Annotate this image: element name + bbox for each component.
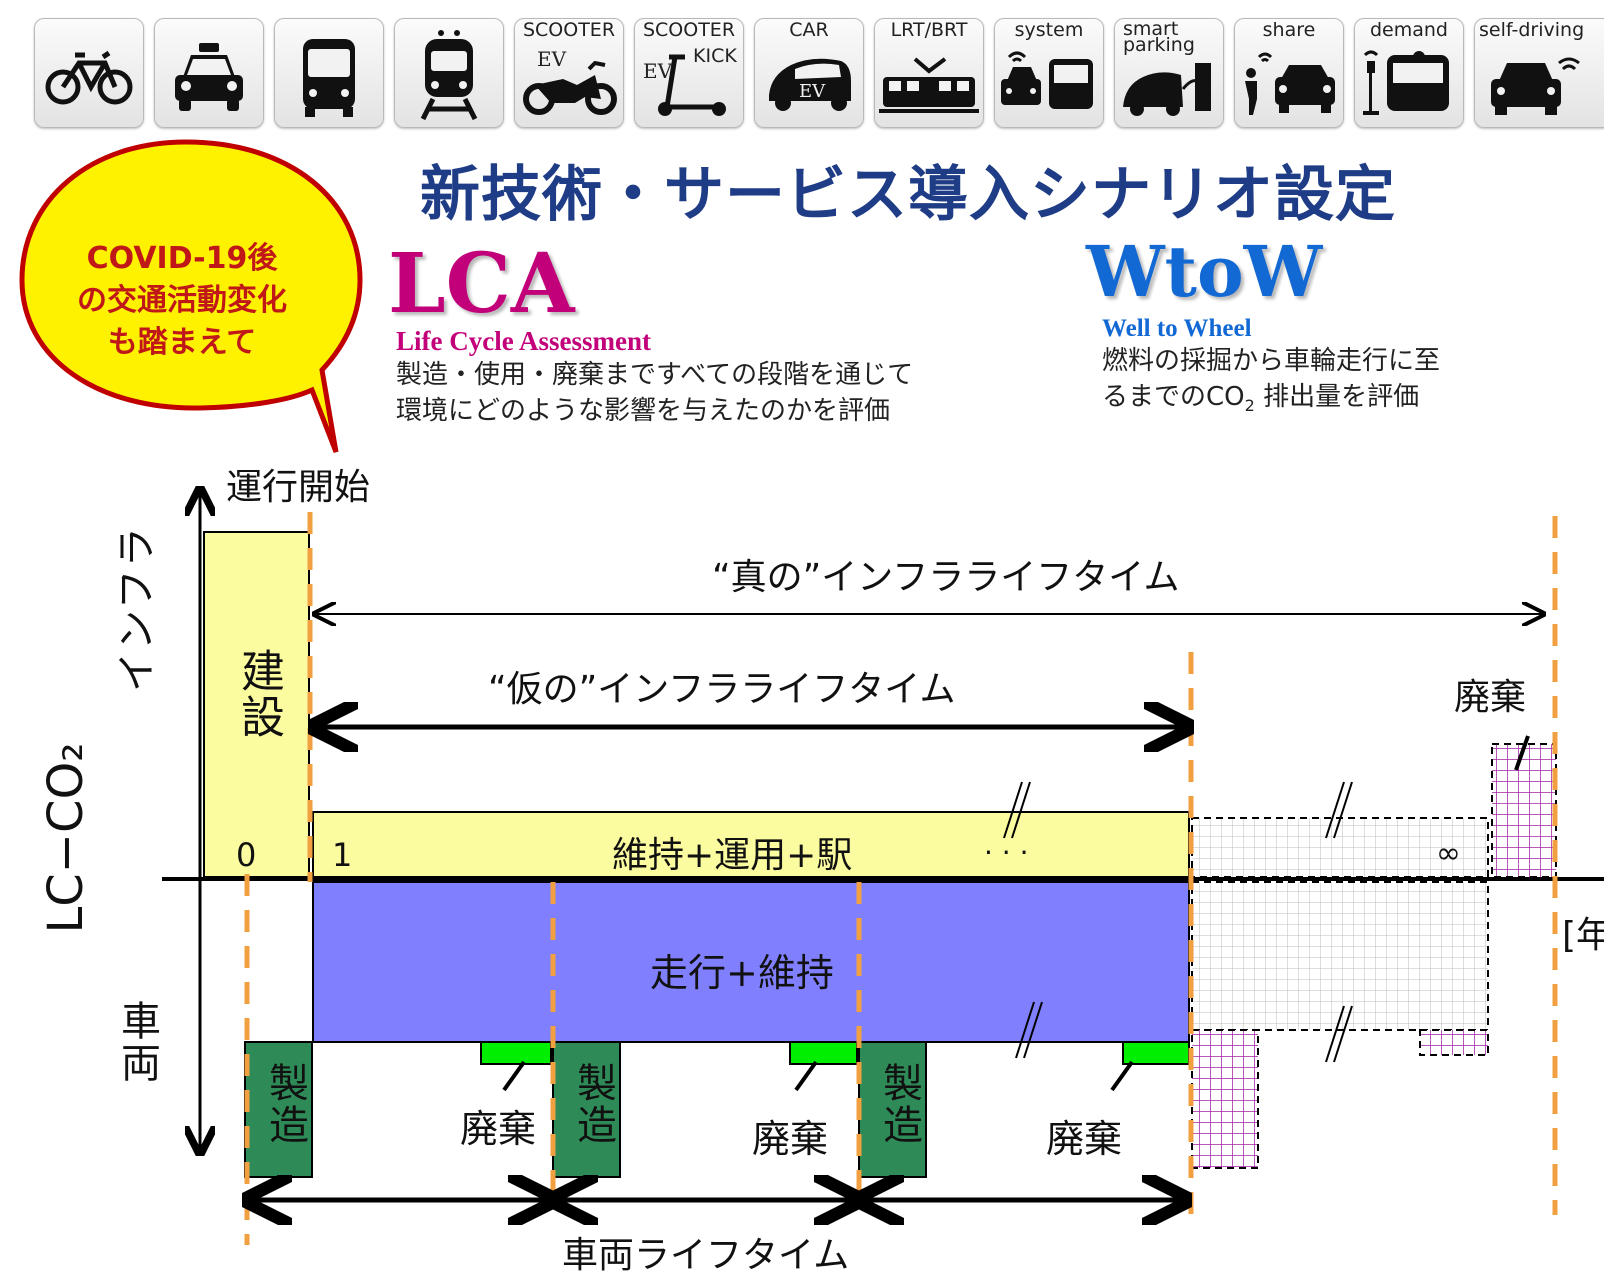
bubble-line-3: も踏まえて — [107, 325, 257, 360]
vehicle-disposal-block-3 — [1122, 1041, 1190, 1065]
wtow-desc-sub: 2 — [1244, 396, 1255, 416]
mode-scooter-kick: SCOOTER KICK EV — [634, 18, 744, 128]
provisional-lifetime-label: “仮の”インフラライフタイム — [488, 669, 956, 710]
lca-desc-line-1: 製造・使用・廃棄まですべての段階を通じて — [396, 360, 914, 390]
kick-scooter-icon — [658, 54, 726, 116]
bubble-line-2: の交通活動変化 — [77, 283, 287, 318]
lca-title: LCA — [388, 236, 575, 332]
lca-subtitle: Life Cycle Assessment — [396, 326, 651, 356]
vehicle-disposal-label-2: 廃棄 — [752, 1117, 829, 1161]
wtow-description: 燃料の採掘から車輪走行に至 るまでのCO2 排出量を評価 — [1102, 343, 1440, 424]
tick-zero: 0 — [236, 836, 257, 874]
wtow-desc-post: 排出量を評価 — [1254, 382, 1420, 412]
vehicle-lifetime-label: 車両ライフタイム — [562, 1235, 850, 1276]
running-block — [312, 881, 1190, 1043]
ev-car-icon — [769, 58, 851, 111]
extension-grid-lower — [1191, 881, 1489, 1031]
mode-label: CAR — [789, 19, 829, 41]
infra-disposal-block — [1491, 743, 1557, 878]
mode-label: system — [1014, 19, 1084, 41]
mode-lrt-brt: LRT/BRT — [874, 18, 984, 128]
lca-description: 製造・使用・廃棄まですべての段階を通じて 環境にどのような影響を与えたのかを評価 — [396, 357, 913, 429]
speech-bubble — [19, 139, 363, 453]
bus-icon — [303, 39, 355, 117]
bubble-text: COVID-19後 の交通活動変化 も踏まえて — [42, 238, 322, 364]
mode-sublabel: EV — [799, 81, 826, 102]
bicycle-icon — [45, 50, 133, 105]
on-demand-bus-icon — [1363, 50, 1449, 115]
mode-label: smart parking — [1123, 18, 1195, 56]
wtow-desc-line-1: 燃料の採掘から車輪走行に至 — [1102, 346, 1441, 376]
vehicle-disposal-label-1: 廃棄 — [460, 1107, 537, 1151]
vehicle-label: 車両 — [114, 1000, 160, 1084]
vehicle-disposal-label-3: 廃棄 — [1046, 1117, 1123, 1161]
mode-share: share — [1234, 18, 1344, 128]
maintenance-label: 維持+運用+駅 — [612, 835, 853, 876]
manufacture-label-3: 製造 — [876, 1062, 922, 1146]
mode-self-driving: self-driving — [1474, 18, 1604, 128]
mode-taxi — [154, 18, 264, 128]
maintenance-block — [312, 811, 1190, 878]
scooter-ev-icon — [523, 60, 617, 115]
mode-system: system — [994, 18, 1104, 128]
mode-label: demand — [1369, 19, 1448, 41]
mode-bicycle — [34, 18, 144, 128]
mode-smart-parking: smart parking — [1114, 18, 1224, 128]
manufacture-label-2: 製造 — [570, 1062, 616, 1146]
year-unit-label: [年 — [1562, 915, 1604, 956]
manufacture-block-1 — [244, 1041, 313, 1178]
vehicle-disposal-block-1 — [480, 1041, 552, 1065]
page-title: 新技術・サービス導入シナリオ設定 — [420, 160, 1396, 230]
ev-charging-icon — [1123, 63, 1211, 116]
infinity-label: ∞ — [1436, 836, 1461, 871]
infra-label: インフラ — [114, 525, 160, 692]
mode-label: SCOOTER — [642, 19, 736, 41]
mode-sublabel-ev: EV — [643, 59, 673, 83]
mode-sublabel: EV — [537, 47, 567, 71]
construction-block — [203, 531, 310, 878]
running-label: 走行+維持 — [650, 951, 834, 995]
tick-one: 1 — [332, 836, 353, 874]
manufacture-block-2 — [552, 1041, 621, 1178]
mode-label: share — [1262, 19, 1316, 41]
manufacture-label-1: 製造 — [262, 1062, 308, 1146]
infra-disposal-label: 廃棄 — [1454, 677, 1527, 718]
wtow-title: WtoW — [1086, 230, 1323, 313]
mode-train — [394, 18, 504, 128]
disposal-leaders — [502, 735, 1530, 1092]
train-icon — [420, 30, 478, 121]
true-lifetime-label: “真の”インフラライフタイム — [712, 557, 1180, 598]
break-marks — [1003, 781, 1353, 1063]
operation-start-label: 運行開始 — [226, 467, 371, 508]
wtow-desc-pre: るまでのCO — [1102, 382, 1245, 412]
vehicle-extension-purple — [1191, 1029, 1259, 1169]
vehicle-extension-purple-small — [1419, 1029, 1489, 1056]
self-driving-car-icon — [1491, 57, 1580, 115]
manufacture-block-3 — [858, 1041, 927, 1178]
mode-car: CAR EV — [754, 18, 864, 128]
wtow-subtitle: Well to Wheel — [1102, 315, 1252, 342]
mode-label: SCOOTER — [522, 19, 616, 41]
mode-sublabel: KICK — [693, 45, 737, 67]
connected-vehicles-icon — [1001, 51, 1093, 109]
wtow-desc-line-2: るまでのCO2 排出量を評価 — [1102, 379, 1440, 424]
tram-icon — [879, 57, 979, 113]
lca-desc-line-2: 環境にどのような影響を与えたのかを評価 — [396, 396, 891, 426]
bubble-line-1: COVID-19後 — [86, 241, 278, 276]
mode-bus — [274, 18, 384, 128]
y-axis-label: LC−CO₂ — [38, 742, 94, 934]
mode-demand: demand — [1354, 18, 1464, 128]
construction-label: 建設 — [233, 648, 284, 740]
mode-label: LRT/BRT — [890, 19, 968, 41]
extension-grid-upper — [1191, 817, 1489, 878]
taxi-icon — [175, 43, 243, 111]
mode-label: self-driving — [1479, 19, 1585, 41]
continuation-dots: . . . — [984, 828, 1029, 861]
vehicle-disposal-block-2 — [789, 1041, 858, 1065]
mode-scooter-ev: SCOOTER EV — [514, 18, 624, 128]
car-share-icon — [1245, 52, 1335, 115]
